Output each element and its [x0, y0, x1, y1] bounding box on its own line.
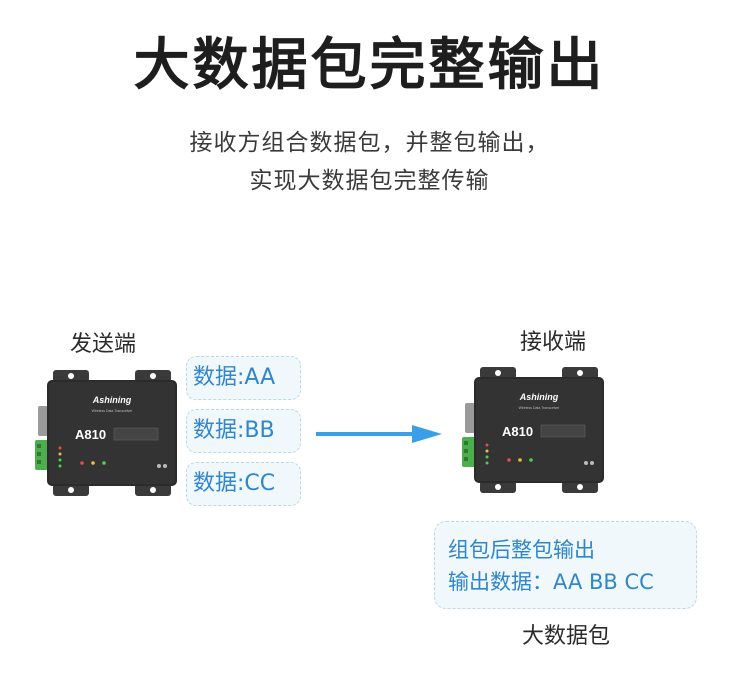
- assembled-output-box: 组包后整包输出 输出数据：AA BB CC: [434, 521, 697, 609]
- sender-device-brand: Ashining: [92, 395, 132, 405]
- big-packet-label: 大数据包: [522, 624, 611, 649]
- transmit-arrow-icon: [316, 425, 442, 443]
- result-line-2: 输出数据：AA BB CC: [448, 570, 654, 594]
- receiver-device-brand: Ashining: [519, 392, 559, 402]
- sender-device-image: Ashining Wireless Data Transceiver A810: [35, 370, 177, 496]
- packet-aa: 数据:AA: [186, 356, 301, 400]
- sender-device-tagline: Wireless Data Transceiver: [92, 409, 134, 413]
- result-line-1: 组包后整包输出: [448, 538, 595, 562]
- sender-device-model: A810: [75, 427, 106, 442]
- receiver-label: 接收端: [520, 330, 587, 355]
- packet-bb: 数据:BB: [186, 409, 301, 453]
- receiver-device-tagline: Wireless Data Transceiver: [519, 406, 561, 410]
- page-title: 大数据包完整输出: [133, 33, 606, 98]
- packet-cc: 数据:CC: [186, 462, 301, 506]
- receiver-device-model: A810: [502, 424, 533, 439]
- receiver-device-image: Ashining Wireless Data Transceiver A810: [462, 367, 604, 493]
- subtitle-line-1: 接收方组合数据包，并整包输出，: [189, 130, 550, 156]
- sender-label: 发送端: [70, 332, 137, 357]
- subtitle-line-2: 实现大数据包完整传输: [249, 168, 490, 194]
- page-subtitle: 接收方组合数据包，并整包输出， 实现大数据包完整传输: [0, 124, 739, 200]
